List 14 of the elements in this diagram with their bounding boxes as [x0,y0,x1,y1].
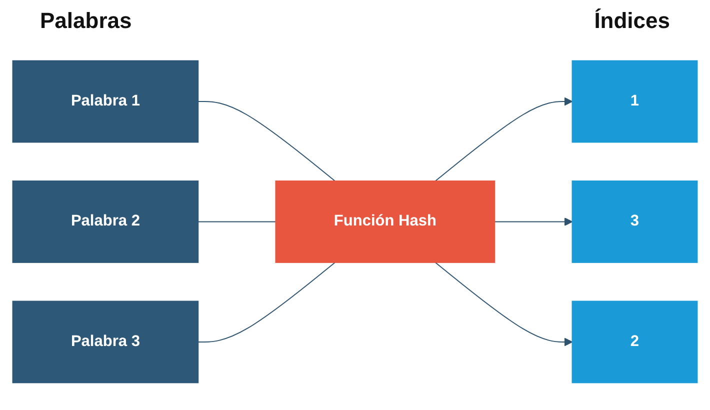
node-box: Función Hash [275,180,496,264]
connector [198,262,336,343]
node-box: 2 [572,301,698,384]
node-box: 1 [572,60,698,143]
column-heading: Índices [594,8,670,34]
connector [198,101,336,182]
node-box: Palabra 2 [12,180,199,264]
arrow [434,97,573,182]
arrow [494,218,573,226]
node-box: Palabra 3 [12,301,199,384]
column-heading: Palabras [40,8,132,34]
node-box: 3 [572,180,698,264]
node-box: Palabra 1 [12,60,199,143]
arrow [434,262,573,347]
